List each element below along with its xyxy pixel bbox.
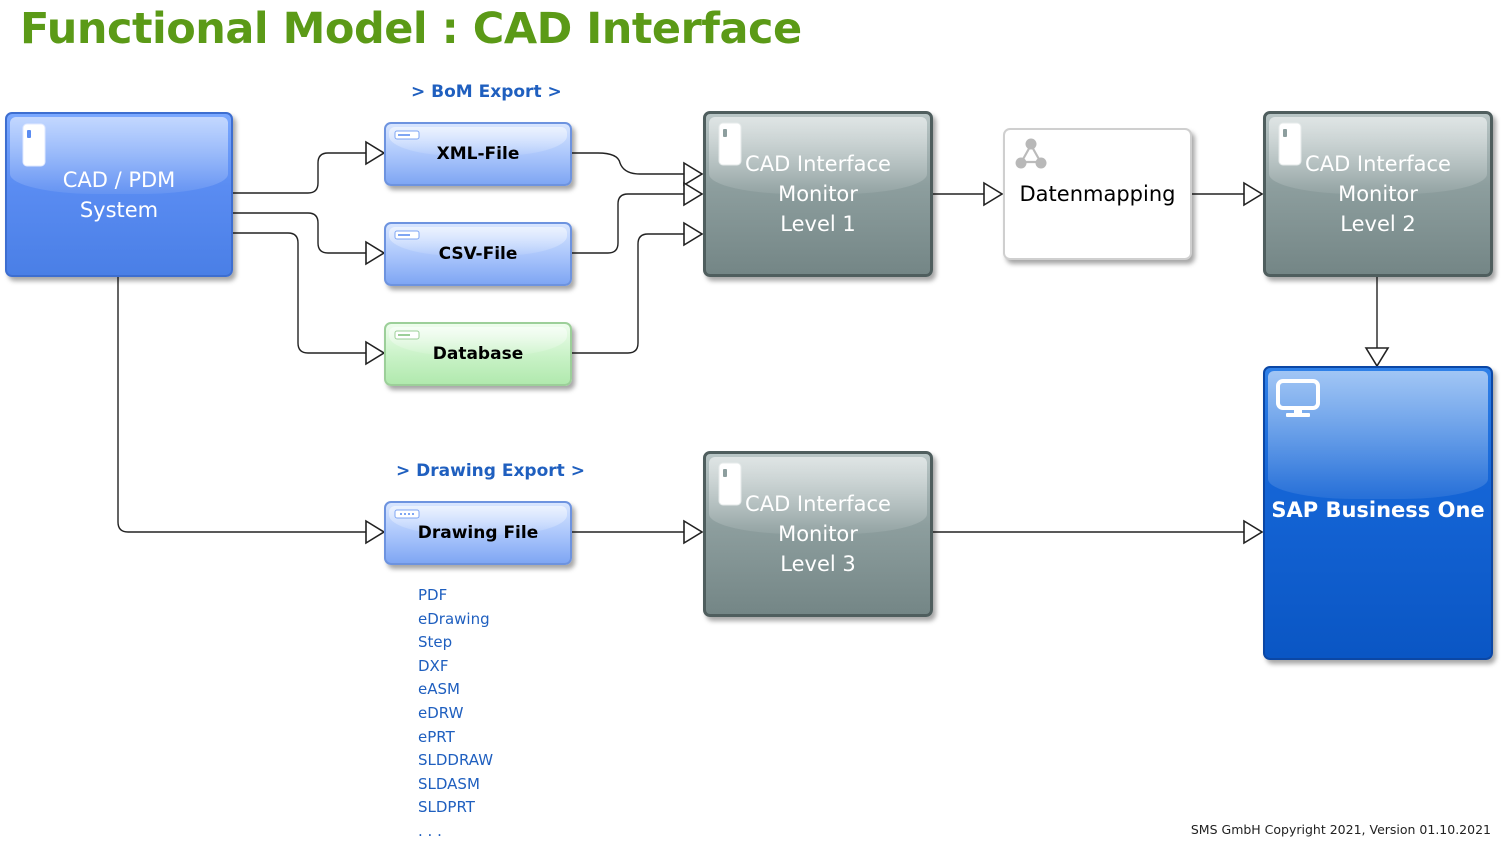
file-icon <box>394 509 420 519</box>
arrowhead-monitor3 <box>683 519 704 545</box>
format-item: SLDASM <box>418 774 480 793</box>
xml-file-node[interactable]: XML-File <box>384 122 572 186</box>
arrowhead-sap-left <box>1243 519 1264 545</box>
arrowhead-sap-top <box>1364 347 1390 368</box>
arrowhead-monitor1-mid <box>683 181 704 207</box>
format-item: eDRW <box>418 703 464 722</box>
format-item: SLDPRT <box>418 798 475 817</box>
csv-file-label: CSV-File <box>438 244 518 264</box>
connector-cad-to-csv <box>232 212 366 254</box>
arrowhead-csv <box>365 240 386 266</box>
connector-cad-to-drawing <box>117 277 366 533</box>
file-icon <box>394 230 420 240</box>
connector-cad-to-database <box>232 232 366 354</box>
datenmapping-node[interactable]: Datenmapping <box>1003 128 1192 260</box>
arrowhead-database <box>365 340 386 366</box>
format-item: SLDDRAW <box>418 751 494 770</box>
monitor-level-2-node[interactable]: CAD Interface Monitor Level 2 <box>1263 111 1493 277</box>
footer-copyright: SMS GmbH Copyright 2021, Version 01.10.2… <box>1190 822 1491 837</box>
xml-file-label: XML-File <box>436 144 520 164</box>
drawing-file-node[interactable]: Drawing File <box>384 501 572 565</box>
monitor-level-3-node[interactable]: CAD Interface Monitor Level 3 <box>703 451 933 617</box>
monitor-icon <box>1276 379 1320 417</box>
arrowhead-monitor1-low <box>683 221 704 247</box>
format-item: eASM <box>418 680 460 699</box>
file-icon <box>394 130 420 140</box>
database-node[interactable]: Database <box>384 322 572 386</box>
arrowhead-monitor2 <box>1243 181 1264 207</box>
monitor-level-1-label: CAD Interface Monitor Level 1 <box>745 152 891 236</box>
drawing-export-label: > Drawing Export > <box>396 461 585 481</box>
connector-csv-to-monitor1 <box>572 193 684 254</box>
database-label: Database <box>432 344 524 364</box>
device-icon <box>1278 122 1302 166</box>
monitor-level-1-node[interactable]: CAD Interface Monitor Level 1 <box>703 111 933 277</box>
device-icon <box>22 123 46 167</box>
device-icon <box>718 122 742 166</box>
format-item: eDrawing <box>418 609 490 628</box>
arrowhead-mapping <box>983 181 1004 207</box>
connector-database-to-monitor1 <box>572 233 684 354</box>
network-icon <box>1015 138 1047 169</box>
connector-cad-to-xml <box>232 152 366 194</box>
file-icon <box>394 330 420 340</box>
drawing-file-label: Drawing File <box>417 523 539 543</box>
csv-file-node[interactable]: CSV-File <box>384 222 572 286</box>
format-item: Step <box>418 633 453 652</box>
drawing-format-list: PDF eDrawing Step DXF eASM eDRW ePRT SLD… <box>418 584 493 844</box>
arrowhead-monitor1-top <box>683 161 704 187</box>
monitor-level-2-label: CAD Interface Monitor Level 2 <box>1305 152 1451 236</box>
sap-business-one-node[interactable]: SAP Business One <box>1263 366 1493 660</box>
connector-xml-to-monitor1 <box>572 152 684 175</box>
format-item: DXF <box>418 656 449 675</box>
device-icon <box>718 462 742 506</box>
format-item: . . . <box>418 821 442 840</box>
arrowhead-drawing <box>365 519 386 545</box>
bom-export-label: > BoM Export > <box>411 82 562 102</box>
format-item: PDF <box>418 586 448 604</box>
arrowhead-xml <box>365 140 386 166</box>
format-item: ePRT <box>418 727 455 746</box>
monitor-level-3-label: CAD Interface Monitor Level 3 <box>745 492 891 576</box>
datenmapping-label: Datenmapping <box>1019 182 1176 206</box>
page-title: Functional Model : CAD Interface <box>20 4 802 54</box>
cad-pdm-system-node[interactable]: CAD / PDM System <box>5 112 233 277</box>
cad-pdm-system-label: CAD / PDM System <box>62 167 176 222</box>
sap-business-one-label: SAP Business One <box>1271 498 1485 522</box>
